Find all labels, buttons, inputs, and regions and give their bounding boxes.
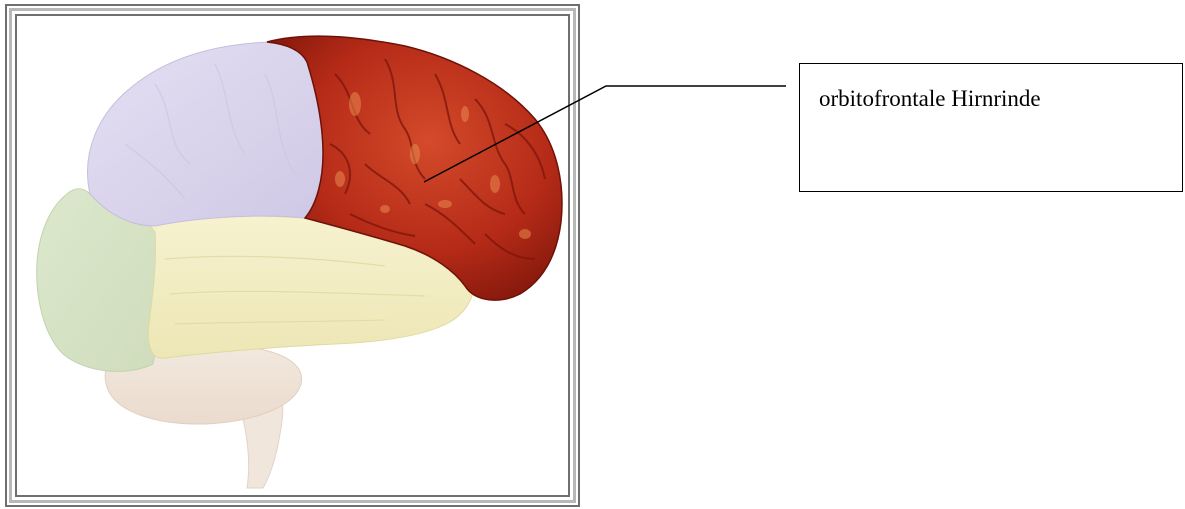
- parietal-lobe: [88, 42, 323, 226]
- brain-figure-frame: [5, 4, 580, 509]
- callout-label: orbitofrontale Hirnrinde: [819, 86, 1041, 112]
- callout-label-box: orbitofrontale Hirnrinde: [799, 63, 1183, 192]
- brain-illustration: [5, 4, 580, 504]
